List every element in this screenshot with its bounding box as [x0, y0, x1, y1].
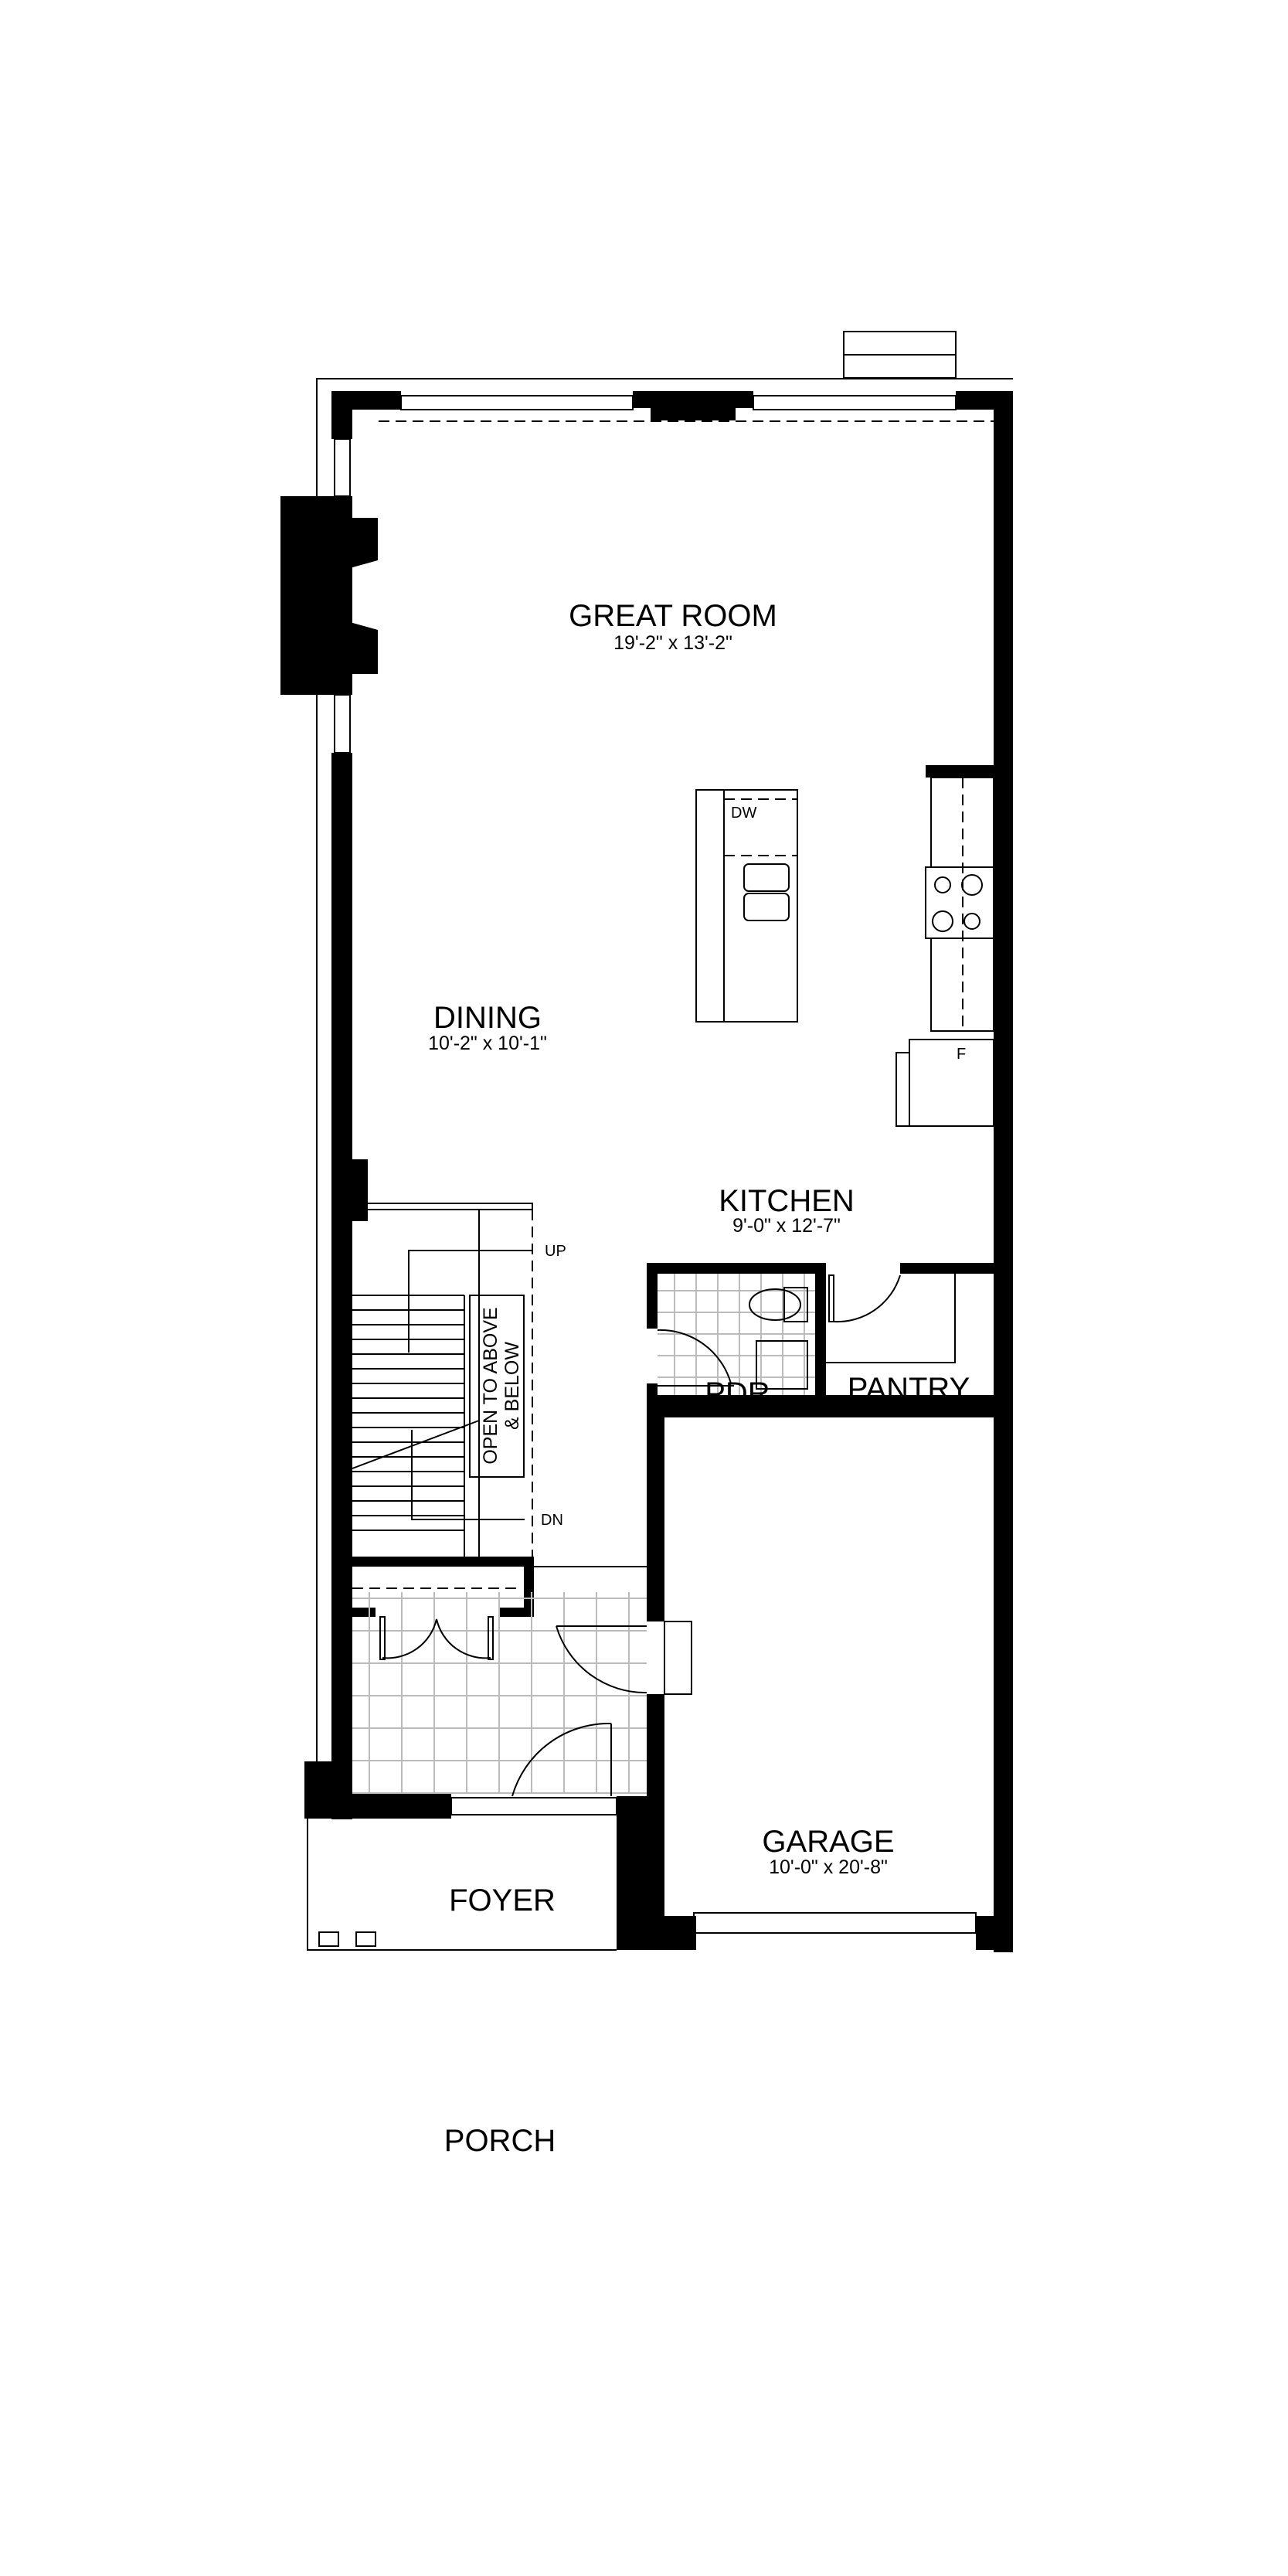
kitchen-size: 9'-0" x 12'-7"	[732, 1215, 841, 1237]
exterior-outline	[316, 331, 1013, 1770]
walls	[280, 391, 1013, 1952]
porch	[307, 1819, 617, 1951]
open-to-below-label: & BELOW	[501, 1342, 523, 1430]
stairs-up-label: UP	[545, 1243, 566, 1260]
staircase	[352, 1203, 533, 1557]
kitchen-label: KITCHEN	[719, 1184, 855, 1218]
dining-label: DINING	[433, 1001, 542, 1035]
dishwasher-label: DW	[731, 805, 756, 822]
great-room-size: 19'-2" x 13'-2"	[613, 632, 732, 654]
pantry-label: PANTRY	[848, 1372, 970, 1406]
kitchen-counter: F	[895, 777, 994, 1127]
open-to-above-label: OPEN TO ABOVE	[480, 1307, 501, 1464]
powder-room-label: PDR.	[705, 1376, 779, 1411]
floor-tiles	[352, 1274, 815, 1794]
foyer-label: FOYER	[449, 1884, 556, 1918]
windows	[334, 395, 994, 1934]
kitchen-island: DW	[695, 789, 798, 1023]
doors	[352, 1566, 692, 1797]
fridge-label: F	[957, 1046, 966, 1063]
pantry-shelf	[826, 1274, 956, 1363]
garage-label: GARAGE	[762, 1825, 894, 1859]
stairs-down-label: DN	[541, 1512, 563, 1529]
powder-fixtures	[657, 1287, 808, 1390]
dining-size: 10'-2" x 10'-1"	[428, 1033, 547, 1054]
great-room-label: GREAT ROOM	[569, 599, 777, 633]
garage-size: 10'-0" x 20'-8"	[769, 1856, 888, 1878]
porch-label: PORCH	[444, 2124, 556, 2158]
